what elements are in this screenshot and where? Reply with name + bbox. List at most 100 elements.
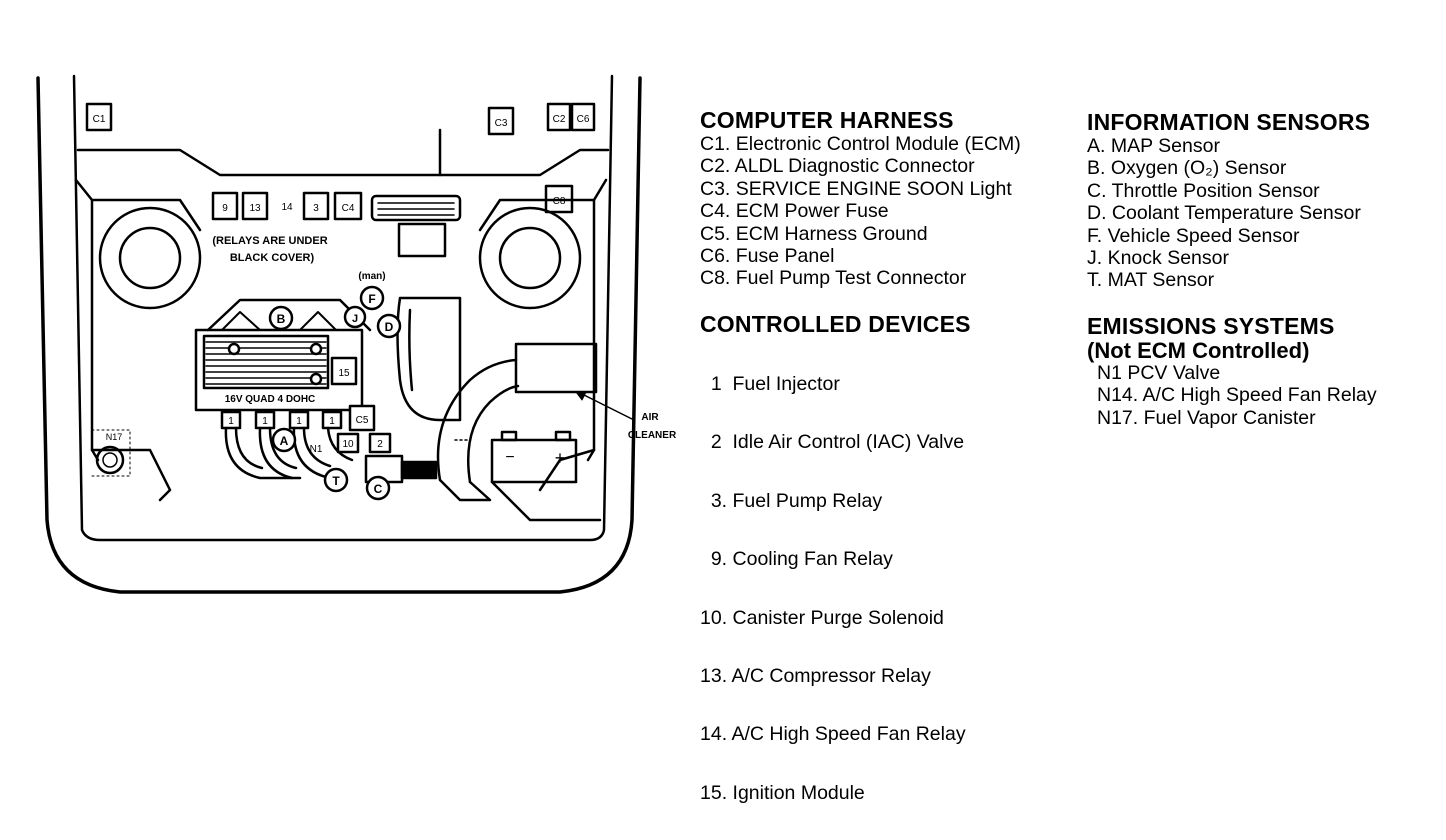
information-sensors-list: A. MAP Sensor B. Oxygen (O₂) Sensor C. T… <box>1087 135 1370 292</box>
list-item: C. Throttle Position Sensor <box>1087 179 1320 202</box>
c3-label: C3 <box>495 118 508 129</box>
list-item: 3. Fuel Pump Relay <box>700 489 883 512</box>
svg-text:1: 1 <box>228 416 234 427</box>
list-item: B. Oxygen (O₂) Sensor <box>1087 157 1287 180</box>
air-cleaner-label-2: CLEANER <box>628 430 677 441</box>
list-item: 14. A/C High Speed Fan Relay <box>700 723 966 746</box>
relay-note-line2: BLACK COVER) <box>230 252 315 264</box>
connector-c6: C6 <box>570 102 596 132</box>
module-15: 15 <box>330 356 358 386</box>
body-outline <box>36 76 642 594</box>
list-item: C4. ECM Power Fuse <box>700 200 889 223</box>
controlled-devices-legend: CONTROLLED DEVICES 1 Fuel Injector 2 Idl… <box>700 312 971 840</box>
svg-text:10: 10 <box>342 439 354 450</box>
list-item: N14. A/C High Speed Fan Relay <box>1097 384 1377 407</box>
compartment-outline <box>72 74 614 542</box>
list-item: N17. Fuel Vapor Canister <box>1097 406 1316 429</box>
svg-text:C5: C5 <box>356 415 369 426</box>
emissions-systems-title: EMISSIONS SYSTEMS <box>1087 313 1335 339</box>
connector-c3: C3 <box>487 106 515 136</box>
n1-label: N1 <box>310 444 323 455</box>
sensor-t: T <box>323 467 349 493</box>
list-item: J. Knock Sensor <box>1087 247 1229 270</box>
sensor-f: F <box>359 285 385 311</box>
engine-label: 16V QUAD 4 DOHC <box>225 394 316 405</box>
relay-9: 9 <box>211 191 239 221</box>
list-item: 2 Idle Air Control (IAC) Valve <box>700 431 965 454</box>
sensor-c: C <box>365 475 391 501</box>
relay-14-label: 14 <box>281 202 293 213</box>
svg-text:J: J <box>352 313 358 325</box>
list-item: A. MAP Sensor <box>1087 135 1220 157</box>
svg-text:13: 13 <box>249 203 261 214</box>
list-item: C8. Fuel Pump Test Connector <box>700 267 967 290</box>
svg-text:15: 15 <box>338 368 350 379</box>
svg-text:C4: C4 <box>342 203 355 214</box>
relay-3: 3 <box>302 191 330 221</box>
controlled-devices-list: 1 Fuel Injector 2 Idle Air Control (IAC)… <box>700 337 971 840</box>
cowl-outline <box>76 148 610 177</box>
svg-text:2: 2 <box>377 439 383 450</box>
list-item: D. Coolant Temperature Sensor <box>1087 202 1361 225</box>
air-cleaner-box <box>514 342 598 394</box>
svg-text:3: 3 <box>313 203 319 214</box>
man-label: (man) <box>358 271 385 282</box>
emissions-systems-list: N1 PCV Valve N14. A/C High Speed Fan Rel… <box>1087 362 1377 429</box>
svg-text:A: A <box>280 434 289 448</box>
svg-text:B: B <box>277 312 286 326</box>
svg-text:1: 1 <box>329 416 335 427</box>
list-item: 1 Fuel Injector <box>700 373 840 395</box>
c2-label: C2 <box>553 114 566 125</box>
sensor-d: D <box>376 313 402 339</box>
sensor-j: J <box>343 305 367 329</box>
c1-label: C1 <box>93 114 106 125</box>
svg-text:1: 1 <box>296 416 302 427</box>
list-item: C2. ALDL Diagnostic Connector <box>700 155 975 178</box>
svg-text:1: 1 <box>262 416 268 427</box>
list-item: C1. Electronic Control Module (ECM) <box>700 133 1021 155</box>
information-sensors-legend: INFORMATION SENSORS A. MAP Sensor B. Oxy… <box>1087 110 1370 292</box>
computer-harness-list: C1. Electronic Control Module (ECM) C2. … <box>700 133 1021 290</box>
svg-text:C: C <box>374 482 383 496</box>
svg-text:9: 9 <box>222 203 228 214</box>
controlled-devices-title: CONTROLLED DEVICES <box>700 311 971 337</box>
emissions-systems-legend: EMISSIONS SYSTEMS (Not ECM Controlled) N… <box>1087 314 1377 429</box>
reservoir <box>370 194 462 258</box>
intake-tube <box>396 296 462 422</box>
relay-13: 13 <box>241 191 269 221</box>
emissions-systems-subtitle: (Not ECM Controlled) <box>1087 338 1310 363</box>
relay-note-line1: (RELAYS ARE UNDER <box>212 235 327 247</box>
sensor-a: A <box>271 427 297 453</box>
list-item: N1 PCV Valve <box>1097 362 1221 384</box>
iac-valve-2: 2 <box>368 432 392 454</box>
injectors: 1 1 1 1 <box>220 410 343 430</box>
list-item: 15. Ignition Module <box>700 781 865 804</box>
svg-text:+: + <box>555 448 566 468</box>
computer-harness-title: COMPUTER HARNESS <box>700 107 954 133</box>
connector-c1: C1 <box>85 102 113 132</box>
strut-tower-left <box>98 206 202 310</box>
engine-compartment-diagram: C1 C3 C2 C6 C8 9 13 14 3 C4 (RELA <box>36 74 677 594</box>
connector-c8: C8 <box>544 184 574 214</box>
sensor-b: B <box>268 305 294 331</box>
svg-text:D: D <box>385 320 394 334</box>
connector-c2: C2 <box>546 102 572 132</box>
list-item: C3. SERVICE ENGINE SOON Light <box>700 177 1012 200</box>
battery: − + <box>490 430 578 484</box>
information-sensors-title: INFORMATION SENSORS <box>1087 109 1371 135</box>
solenoid-10: 10 <box>336 432 360 454</box>
air-cleaner-label-1: AIR <box>641 412 659 423</box>
c6-label: C6 <box>577 114 590 125</box>
svg-text:N17: N17 <box>106 432 123 442</box>
svg-text:F: F <box>368 292 375 306</box>
c8-label: C8 <box>553 196 566 207</box>
list-item: T. MAT Sensor <box>1087 269 1215 292</box>
list-item: 13. A/C Compressor Relay <box>700 665 931 688</box>
list-item: C5. ECM Harness Ground <box>700 222 928 245</box>
list-item: F. Vehicle Speed Sensor <box>1087 224 1300 247</box>
svg-text:T: T <box>332 474 340 488</box>
computer-harness-legend: COMPUTER HARNESS C1. Electronic Control … <box>700 108 1021 290</box>
list-item: C6. Fuse Panel <box>700 245 835 268</box>
connector-c5: C5 <box>348 404 376 432</box>
list-item: 10. Canister Purge Solenoid <box>700 606 944 629</box>
